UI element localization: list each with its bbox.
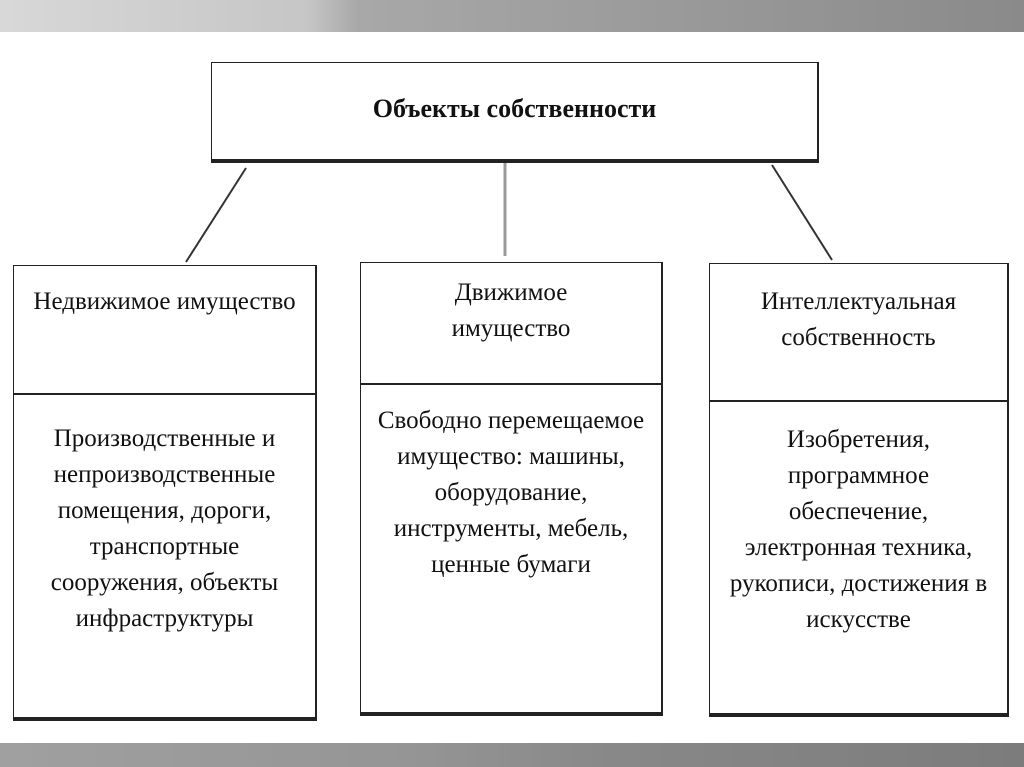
column-body: Производственные и непроизводственные по…: [50, 425, 279, 632]
divider: [361, 383, 661, 385]
connector-right: [771, 164, 833, 261]
column-title: Движимое имущество: [451, 279, 571, 342]
root-box: Объекты собственности: [211, 62, 819, 163]
column-title: Интеллектуальная собственность: [760, 288, 957, 351]
root-title: Объекты собственности: [372, 94, 657, 123]
column-box-movable: Движимое имущество Свободно перемещаемое…: [360, 262, 663, 716]
column-box-intellectual: Интеллектуальная собственность Изобретен…: [709, 263, 1009, 717]
column-title: Недвижимое имущество: [33, 288, 296, 315]
bottom-decor-band: [0, 743, 1024, 767]
column-body: Свободно перемещаемое имущество: машины,…: [377, 407, 645, 578]
divider: [710, 400, 1007, 402]
column-body: Изобретения, программное обеспечение, эл…: [729, 426, 988, 633]
top-decor-band: [0, 0, 1024, 32]
column-box-real-estate: Недвижимое имущество Производственные и …: [13, 265, 317, 721]
divider: [14, 393, 315, 395]
connector-left: [185, 167, 247, 263]
